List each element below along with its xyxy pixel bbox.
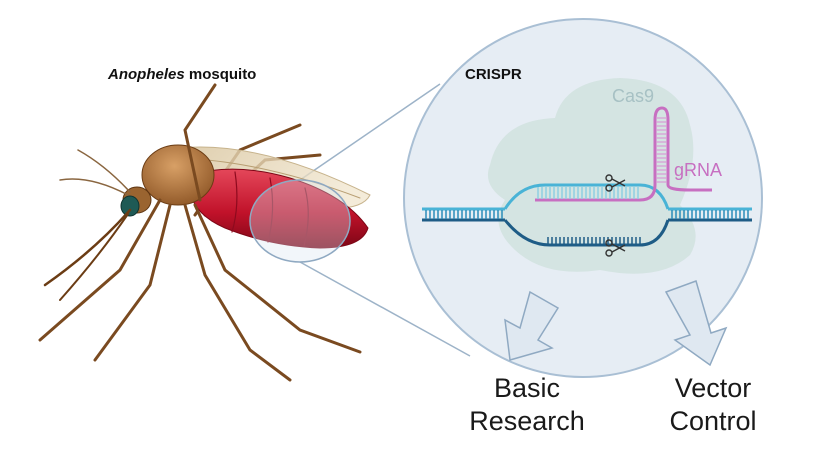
mosquito-title-rest: mosquito xyxy=(184,66,257,83)
eye xyxy=(120,195,140,217)
cas9-protein xyxy=(487,78,696,274)
crispr-title: CRISPR xyxy=(465,66,522,83)
grna-label: gRNA xyxy=(674,160,722,180)
thorax xyxy=(141,144,215,206)
zoom-circle xyxy=(249,179,351,263)
grna-strand xyxy=(535,106,712,202)
arrow-vector-control xyxy=(664,280,728,367)
mosquito-illustration xyxy=(38,83,371,382)
mosquito-genus: Anopheles xyxy=(108,66,185,83)
basic-research-label: Basic Research xyxy=(452,372,602,438)
abdomen xyxy=(189,168,369,249)
vector-control-label: Vector Control xyxy=(638,372,788,438)
zoom-connector xyxy=(299,83,471,357)
arrow-basic-research xyxy=(504,290,560,361)
vector-control-line-2: Control xyxy=(669,406,757,436)
mosquito-title: Anopheles mosquito xyxy=(108,66,256,83)
basic-research-line-1: Basic xyxy=(493,373,561,403)
dna-double-helix xyxy=(422,183,752,247)
basic-research-line-2: Research xyxy=(469,406,585,436)
scissors-icon xyxy=(605,239,626,257)
scissors-icon xyxy=(605,174,626,192)
vector-control-line-1: Vector xyxy=(674,373,752,403)
cas9-label: Cas9 xyxy=(612,86,654,106)
